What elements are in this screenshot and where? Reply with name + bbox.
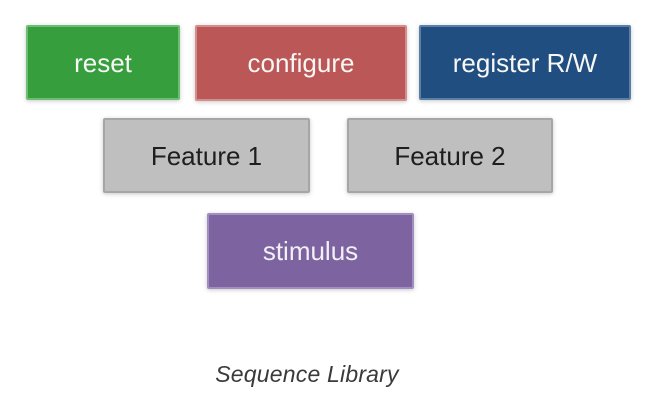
- register-rw-sequence-box: register R/W: [419, 25, 631, 100]
- feature1-sequence-box: Feature 1: [103, 118, 310, 193]
- configure-sequence-box: configure: [195, 25, 407, 101]
- register-rw-sequence-label: register R/W: [452, 47, 598, 78]
- feature2-sequence-label: Feature 2: [394, 140, 506, 171]
- feature2-sequence-box: Feature 2: [347, 118, 553, 193]
- stimulus-sequence-label: stimulus: [262, 236, 359, 266]
- stimulus-sequence-box: stimulus: [207, 213, 414, 289]
- feature1-sequence-label: Feature 1: [150, 140, 263, 171]
- configure-sequence-label: configure: [247, 48, 355, 78]
- diagram-caption: Sequence Library: [215, 361, 399, 387]
- reset-sequence-label: reset: [74, 47, 132, 78]
- reset-sequence-box: reset: [26, 25, 180, 100]
